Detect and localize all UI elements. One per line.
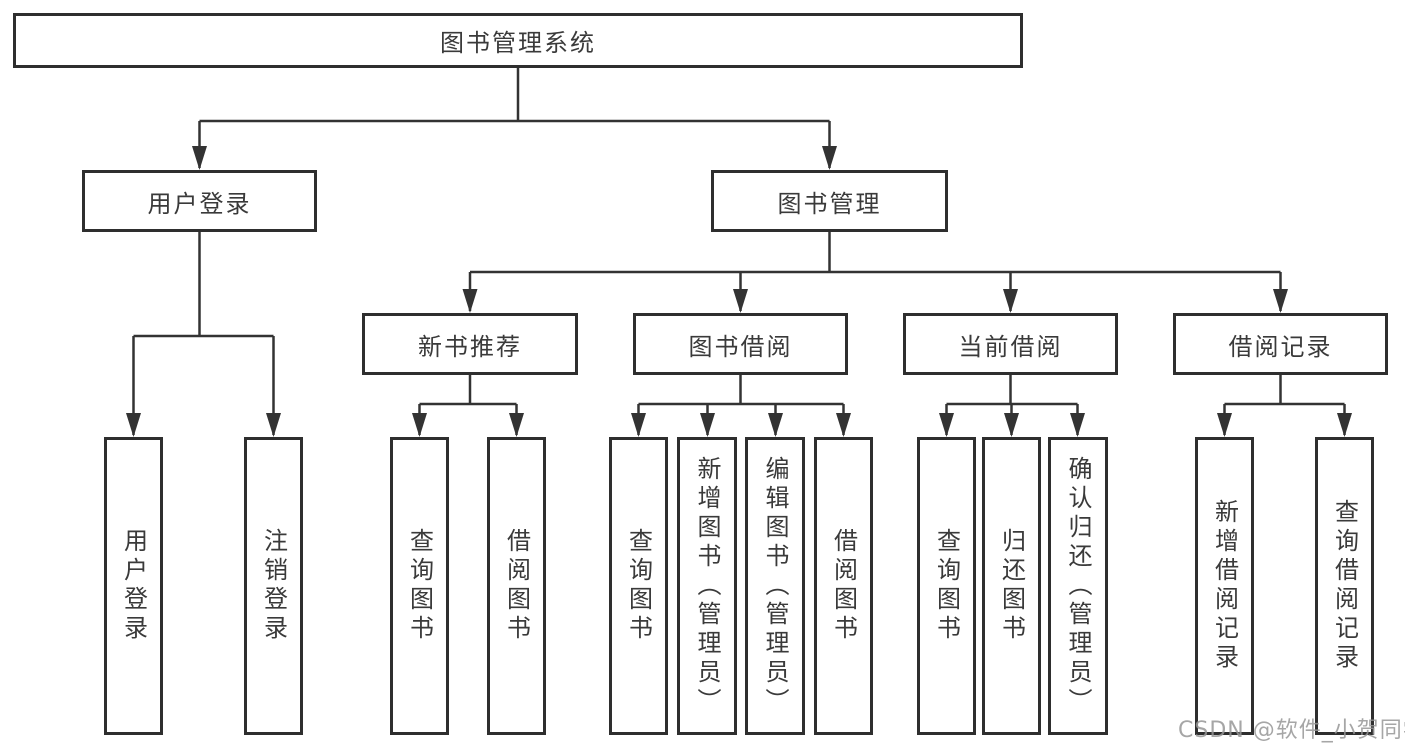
- leaf-query-books-recommend-label: 查询图书: [405, 528, 434, 644]
- leaf-query-borrow-record: 查询借阅记录: [1315, 437, 1374, 735]
- node-borrow-records: 借阅记录: [1173, 313, 1388, 375]
- leaf-logout: 注销登录: [244, 437, 303, 735]
- leaf-borrow-books-recommend: 借阅图书: [487, 437, 546, 735]
- leaf-query-books-borrow: 查询图书: [609, 437, 668, 735]
- leaf-query-books-recommend: 查询图书: [390, 437, 449, 735]
- leaf-confirm-return-admin: 确认归还（管理员）: [1048, 437, 1108, 735]
- leaf-query-borrow-record-label: 查询借阅记录: [1330, 499, 1359, 673]
- leaf-add-books-admin: 新增图书（管理员）: [677, 437, 737, 735]
- leaf-query-books-current-label: 查询图书: [932, 528, 961, 644]
- leaf-logout-label: 注销登录: [259, 528, 288, 644]
- leaf-query-books-current: 查询图书: [917, 437, 976, 735]
- leaf-return-books-label: 归还图书: [997, 528, 1026, 644]
- leaf-edit-books-admin: 编辑图书（管理员）: [745, 437, 805, 735]
- node-library-management-system: 图书管理系统: [13, 13, 1023, 68]
- node-new-book-recommend: 新书推荐: [362, 313, 578, 375]
- node-book-borrow: 图书借阅: [633, 313, 848, 375]
- leaf-return-books: 归还图书: [982, 437, 1041, 735]
- leaf-add-borrow-record: 新增借阅记录: [1195, 437, 1254, 735]
- leaf-query-books-borrow-label: 查询图书: [624, 528, 653, 644]
- node-current-borrow: 当前借阅: [903, 313, 1118, 375]
- leaf-borrow-books: 借阅图书: [814, 437, 873, 735]
- node-book-management: 图书管理: [711, 170, 948, 232]
- node-user-login: 用户登录: [82, 170, 317, 232]
- leaf-borrow-books-recommend-label: 借阅图书: [502, 528, 531, 644]
- csdn-watermark: CSDN @软件_小贺同学: [1178, 718, 1405, 743]
- leaf-borrow-books-label: 借阅图书: [829, 528, 858, 644]
- leaf-add-borrow-record-label: 新增借阅记录: [1210, 499, 1239, 673]
- leaf-user-login-label: 用户登录: [119, 528, 148, 644]
- leaf-confirm-return-admin-label: 确认归还（管理员）: [1064, 455, 1092, 717]
- leaf-edit-books-admin-label: 编辑图书（管理员）: [761, 455, 789, 717]
- leaf-user-login: 用户登录: [104, 437, 163, 735]
- leaf-add-books-admin-label: 新增图书（管理员）: [693, 455, 721, 717]
